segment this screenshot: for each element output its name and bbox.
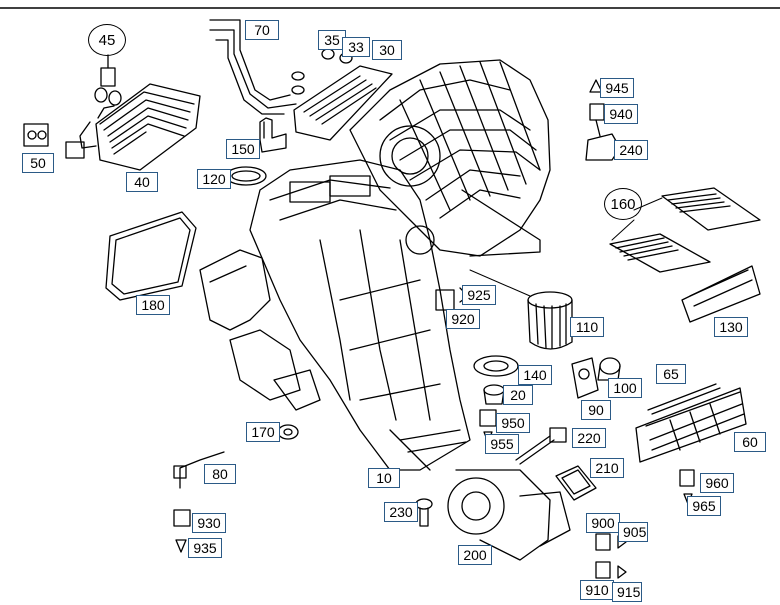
- part-20-knob: [483, 384, 505, 405]
- callout-110: 110: [570, 317, 604, 337]
- main-housing-body: [249, 159, 471, 471]
- callout-240: 240: [614, 140, 648, 160]
- part-70-pipes: [209, 19, 305, 115]
- callout-935: 935: [188, 538, 222, 558]
- callout-200: 200: [458, 545, 492, 565]
- part-220-sensor: [515, 427, 567, 465]
- callout-45: 45: [88, 24, 126, 56]
- part-110-filter-cylinder: [469, 269, 573, 350]
- part-80-sensor-lead: [173, 451, 225, 489]
- part-200-blower: [447, 469, 571, 561]
- callout-150: 150: [226, 139, 260, 159]
- callout-930: 930: [192, 513, 226, 533]
- part-30-filter: [293, 65, 393, 141]
- callout-100: 100: [608, 378, 642, 398]
- part-100-actuator: [597, 357, 621, 381]
- callout-180: 180: [136, 295, 170, 315]
- callout-50: 50: [22, 153, 54, 173]
- callout-70: 70: [245, 20, 279, 40]
- left-duct: [199, 249, 321, 411]
- callout-950: 950: [496, 413, 530, 433]
- callout-40: 40: [126, 172, 158, 192]
- callout-940: 940: [604, 104, 638, 124]
- callout-960: 960: [700, 473, 734, 493]
- callout-920: 920: [446, 309, 480, 329]
- callout-10: 10: [368, 468, 400, 488]
- part-170-grommet: [277, 424, 299, 440]
- callout-170: 170: [246, 422, 280, 442]
- callout-20: 20: [503, 385, 533, 405]
- callout-130: 130: [714, 317, 748, 337]
- part-50-block: [23, 123, 49, 147]
- part-210-seal: [555, 465, 597, 501]
- part-45-o-rings: [94, 54, 122, 106]
- part-40-heater-core: [65, 83, 201, 171]
- callout-915: 915: [612, 582, 642, 602]
- callout-900: 900: [586, 513, 620, 533]
- callout-90: 90: [581, 400, 611, 420]
- callout-905: 905: [618, 522, 648, 542]
- callout-230: 230: [384, 502, 418, 522]
- callout-220: 220: [572, 428, 606, 448]
- callout-955: 955: [485, 434, 519, 454]
- part-65-strip: [647, 383, 721, 415]
- callout-80: 80: [204, 464, 236, 484]
- part-230-bolt: [415, 498, 433, 527]
- callout-65: 65: [656, 364, 686, 384]
- callout-210: 210: [590, 458, 624, 478]
- part-60-evaporator: [635, 387, 747, 463]
- callout-120: 160: [604, 188, 642, 220]
- part-930-935: [173, 509, 191, 553]
- callout-160: 120: [197, 169, 231, 189]
- part-910-915: [595, 561, 627, 579]
- callout-33: 33: [342, 37, 370, 57]
- main-housing-upper: [349, 59, 551, 257]
- callout-925: 925: [462, 285, 496, 305]
- callout-945: 945: [600, 78, 634, 98]
- part-180-gasket: [105, 211, 197, 301]
- callout-30: 30: [372, 40, 402, 60]
- part-90-actuator: [571, 357, 599, 399]
- callout-60: 60: [734, 432, 766, 452]
- part-150-clip: [259, 117, 287, 153]
- part-120-filters: [609, 187, 761, 273]
- part-140-ring: [473, 355, 519, 377]
- part-160-seal: [225, 166, 267, 186]
- callout-140: 140: [518, 365, 552, 385]
- callout-910: 910: [580, 580, 614, 600]
- callout-35: 35: [318, 30, 346, 50]
- part-130-filter-frame: [681, 265, 761, 323]
- callout-965: 965: [687, 496, 721, 516]
